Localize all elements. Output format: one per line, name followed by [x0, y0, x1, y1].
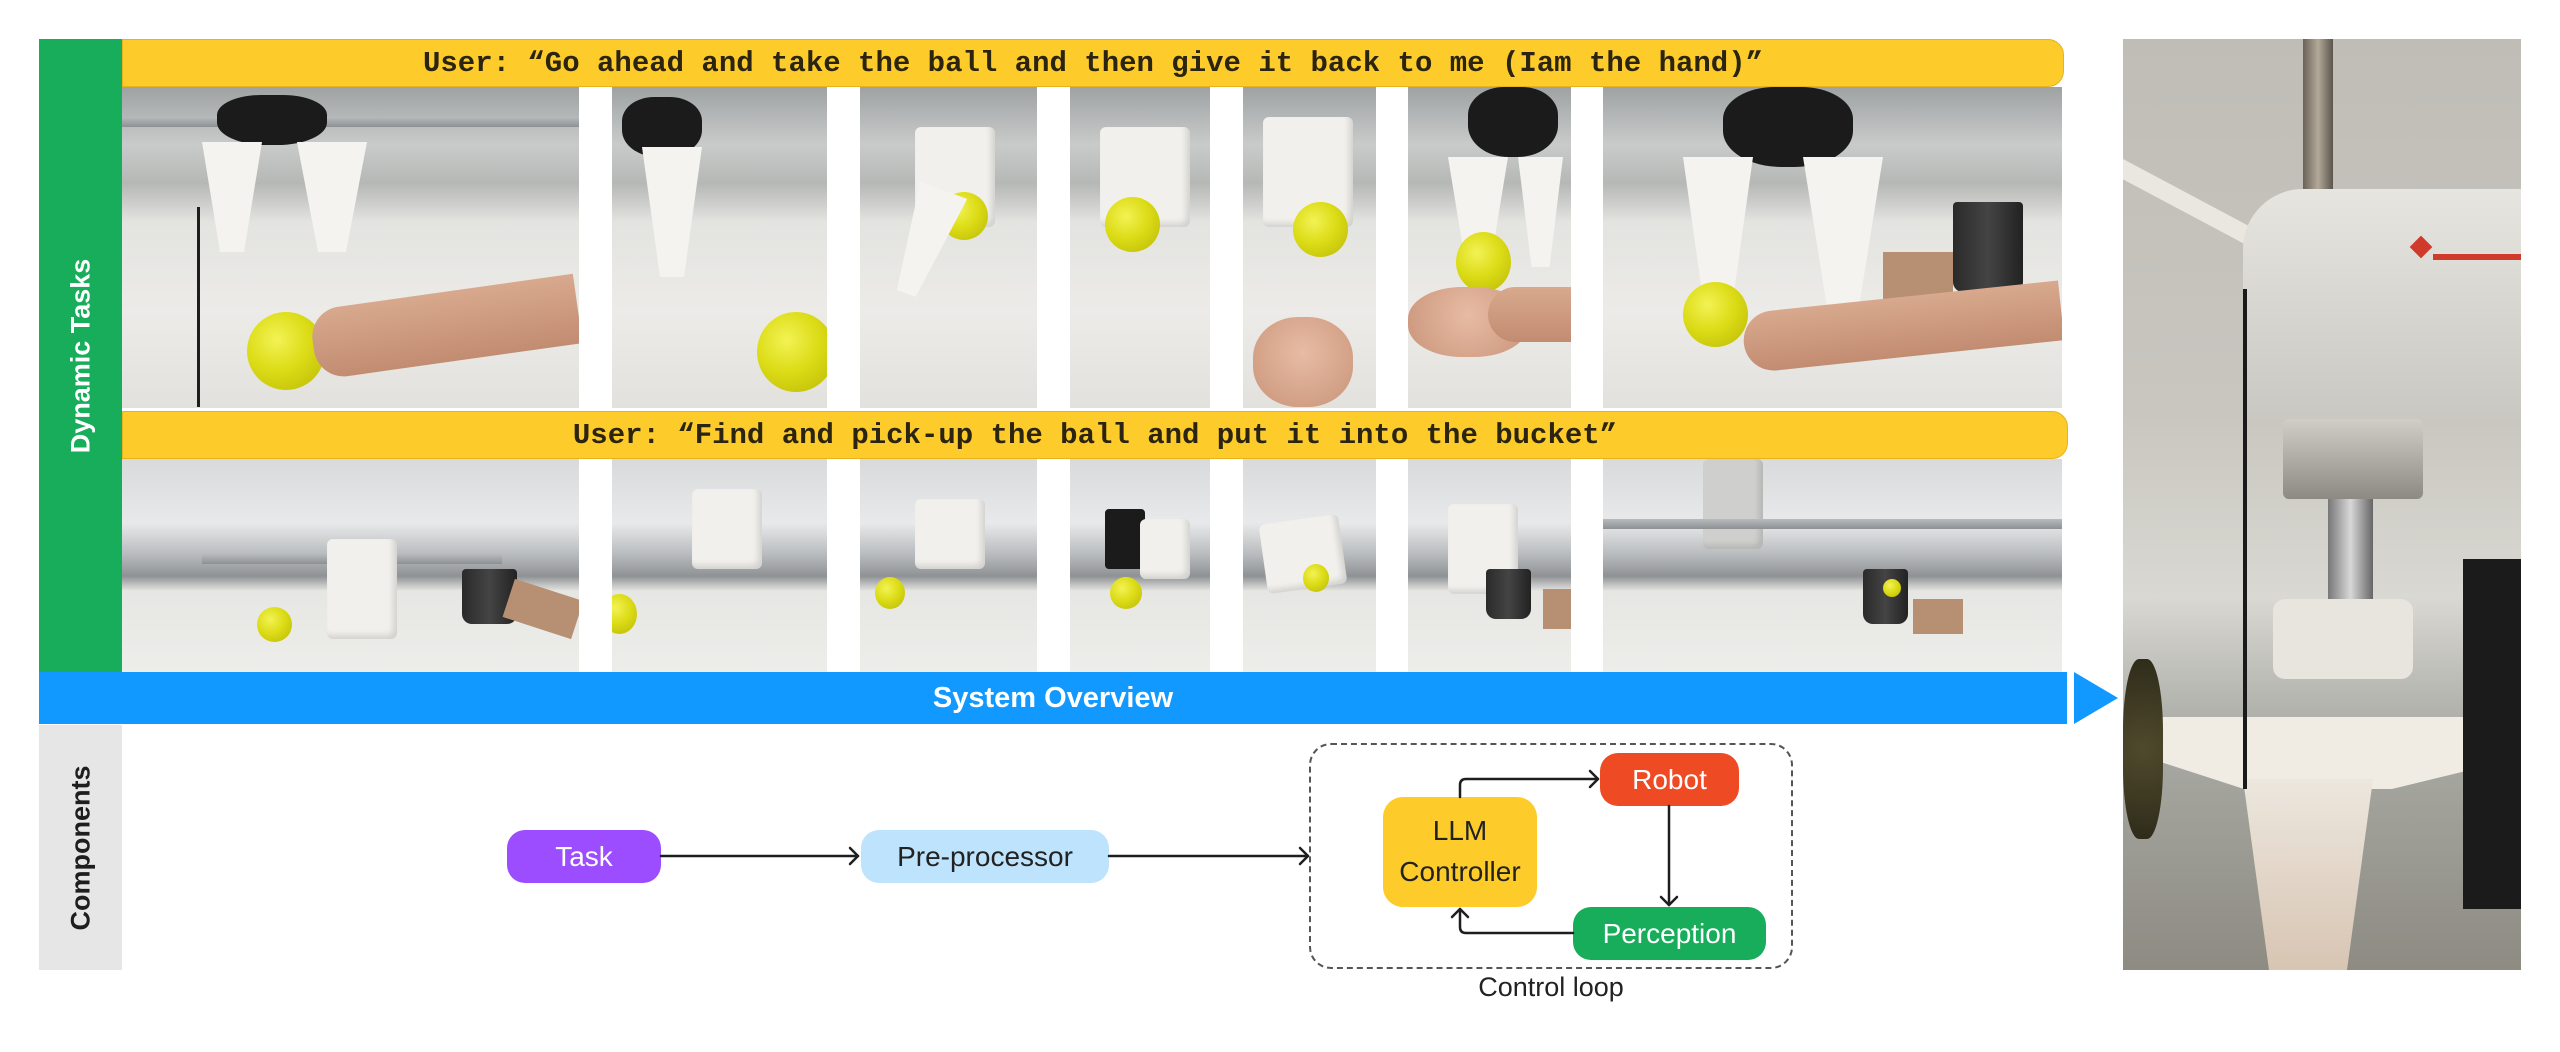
- handover-frame-1: [122, 87, 579, 408]
- robot-node-label: Robot: [1632, 763, 1707, 795]
- ball-icon: [247, 312, 325, 390]
- dynamic-tasks-label: Dynamic Tasks: [65, 258, 95, 453]
- handover-frame-3: [860, 87, 1037, 408]
- prompt-bar-handover: User: “Go ahead and take the ball and th…: [122, 39, 2064, 87]
- camera-icon: [217, 95, 327, 145]
- bucket-frame-1: [122, 459, 579, 672]
- bucket-frame-2: [612, 459, 827, 672]
- control-loop-label: Control loop: [1478, 972, 1624, 1002]
- llm-controller-node: LLM Controller: [1383, 797, 1537, 907]
- preprocessor-node-label: Pre-processor: [897, 840, 1073, 872]
- system-overview-label: System Overview: [932, 681, 1174, 714]
- bucket-icon: [1953, 202, 2023, 292]
- llm-node-label-line1: LLM: [1432, 815, 1488, 847]
- overview-arrow-icon: [2074, 672, 2118, 724]
- task-node: Task: [507, 830, 661, 883]
- bucket-frame-3: [860, 459, 1037, 672]
- handover-frame-7: [1603, 87, 2062, 408]
- handover-frame-5: [1243, 87, 1376, 408]
- preprocessor-node: Pre-processor: [861, 830, 1109, 883]
- control-loop-box: [1309, 743, 1793, 969]
- bucket-frame-7: [1603, 459, 2062, 672]
- handover-frame-4: [1070, 87, 1210, 408]
- robot-arm-photo: [2123, 39, 2521, 970]
- task-node-label: Task: [555, 840, 613, 872]
- components-label: Components: [65, 765, 95, 930]
- llm-node-label-line2: Controller: [1399, 856, 1521, 887]
- handover-frame-6: [1408, 87, 1571, 408]
- components-panel: Components: [39, 725, 122, 970]
- bucket-frame-6: [1408, 459, 1571, 672]
- gripper-icon: [2133, 717, 2503, 789]
- dynamic-tasks-panel: Dynamic Tasks: [39, 39, 122, 672]
- prompt-bar-bucket: User: “Find and pick-up the ball and put…: [122, 411, 2068, 459]
- robot-node: Robot: [1600, 753, 1739, 806]
- scara-robot-body: [2243, 189, 2521, 419]
- handover-frame-2: [612, 87, 827, 408]
- perception-node-label: Perception: [1602, 917, 1737, 949]
- bucket-frame-4: [1070, 459, 1210, 672]
- system-overview-bar: System Overview: [39, 672, 2067, 724]
- bucket-frame-5: [1243, 459, 1376, 672]
- perception-node: Perception: [1573, 907, 1766, 960]
